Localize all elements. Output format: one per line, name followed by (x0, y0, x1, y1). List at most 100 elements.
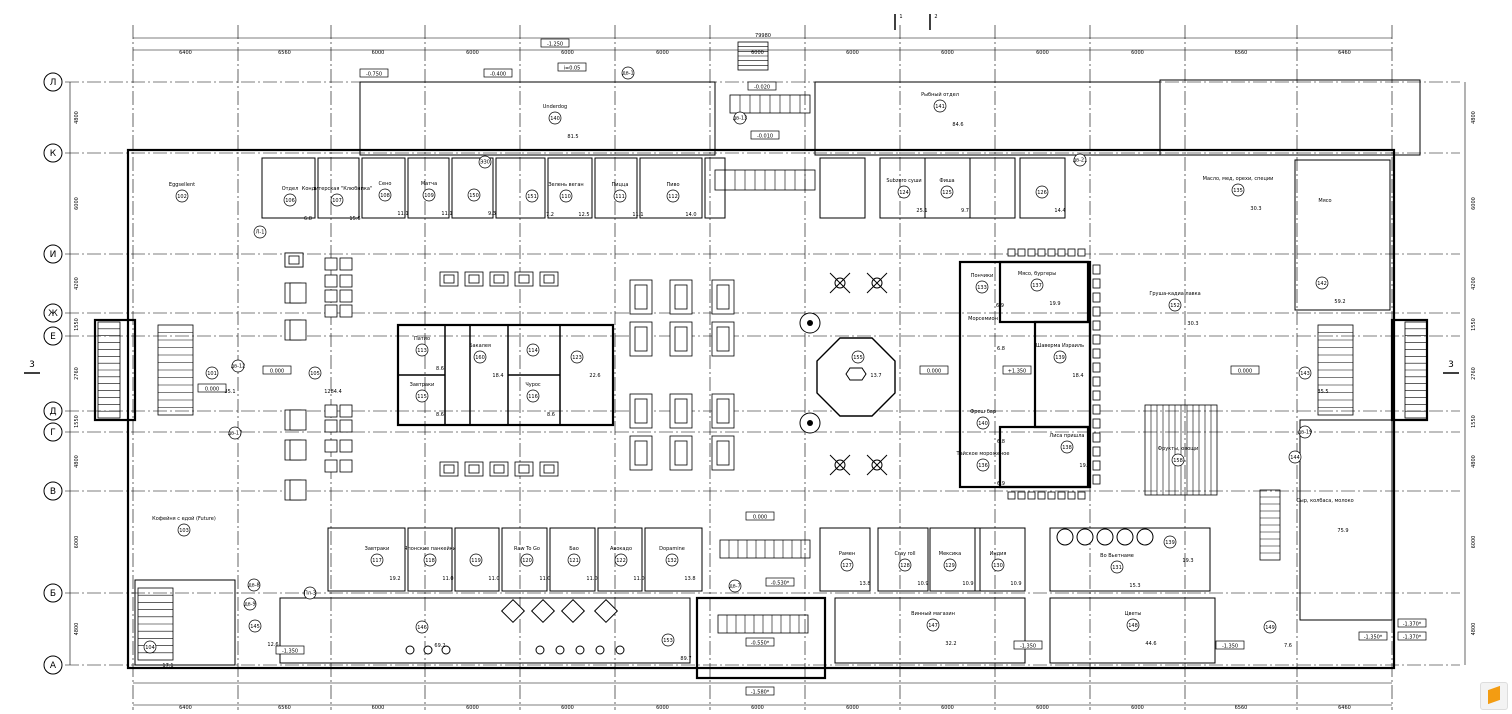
seat (1027, 491, 1036, 500)
table-pair (289, 319, 307, 341)
table-small (339, 304, 353, 318)
room-middle-number: 123 (572, 355, 582, 361)
display-circle (1056, 528, 1074, 546)
door-tag (728, 579, 742, 593)
room-middle-area: 6.9 (997, 481, 1005, 487)
room-middle-tag (1053, 350, 1067, 364)
overall-dimension: 79980 (755, 33, 771, 39)
room-bottom-tag (991, 558, 1005, 572)
dimension-right: 1550 (1471, 318, 1477, 331)
chair-cross (866, 272, 888, 294)
room-bottom-name: Рамен (839, 551, 855, 557)
dimension-bottom: 6460 (1338, 705, 1351, 711)
room-top-name: Сено (379, 181, 392, 187)
room-middle-area: 30.3 (1187, 321, 1198, 327)
booth-top (716, 284, 730, 310)
dimension-left: 1550 (74, 318, 80, 331)
dimension-right: 4200 (1471, 277, 1477, 290)
room-top-number: 125 (942, 190, 952, 196)
room-bottom-tag (840, 558, 854, 572)
room-middle-number: 114 (528, 348, 538, 354)
level-box (1013, 640, 1043, 650)
seat (1077, 491, 1086, 500)
wall-block (1159, 79, 1421, 156)
room-top-number: 102 (177, 194, 187, 200)
seat (1092, 348, 1101, 359)
dimension-bottom: 6000 (941, 705, 954, 711)
room-middle-name: Мясо, бургеры (1018, 271, 1056, 277)
room-bottom-tag (943, 558, 957, 572)
kiosk-top-right (819, 157, 866, 219)
level-box (262, 365, 292, 375)
dimension-top: 6000 (561, 50, 574, 56)
room-middle-name: Фреш бар (970, 409, 996, 415)
bar-stool (615, 645, 625, 655)
level-box (359, 68, 389, 78)
axis-bubble (43, 326, 63, 346)
room-middle-name: Бакалея (469, 343, 491, 349)
room-bottom-name: Завтраки (365, 546, 390, 552)
booth-top (634, 284, 648, 310)
seat (1077, 248, 1086, 257)
table-small (339, 274, 353, 288)
room-middle-area: 13.7 (870, 373, 881, 379)
seat (1007, 491, 1016, 500)
room-top-tag (559, 189, 573, 203)
room-bottom-area: 11.0 (539, 576, 550, 582)
table-small (339, 439, 353, 453)
level-mark: -1.370* (1403, 635, 1422, 641)
room-middle-area: 6.8 (997, 439, 1005, 445)
kiosk-top (317, 157, 360, 219)
bottom-entry (695, 596, 827, 680)
kiosk-top (495, 157, 546, 219)
dimension-left: 1550 (74, 415, 80, 428)
booth-top (674, 398, 688, 424)
room-bottom-name: Мексика (939, 551, 962, 557)
dimension-right: 4800 (1471, 623, 1477, 636)
room-middle-tag (976, 458, 990, 472)
room-middle-name: Груша-кадиа лавка (1149, 291, 1200, 297)
level-box (540, 38, 570, 48)
seat (1027, 248, 1036, 257)
room-middle-area: 8.6 (547, 412, 555, 418)
door-label: дв-19 (1298, 430, 1313, 436)
room-top-number: 109 (424, 193, 434, 199)
booth-top (716, 398, 730, 424)
level-mark: 0.000 (205, 387, 219, 393)
stair-entrance-right (1404, 321, 1428, 419)
room-middle-area: 19.9 (1079, 463, 1090, 469)
room-bottom-tag (1263, 620, 1277, 634)
app-logo-icon[interactable] (1480, 682, 1508, 710)
axis-bubble (43, 481, 63, 501)
level-mark: 0.000 (927, 369, 941, 375)
kiosk-bottom (549, 527, 596, 592)
table-top (468, 464, 480, 474)
door-label: дв-8 (248, 583, 259, 589)
door-tag (243, 597, 257, 611)
room-top-area: 25.1 (916, 208, 927, 214)
room-middle-area: 22.6 (589, 373, 600, 379)
door-label: дв-13 (733, 116, 748, 122)
kiosk-top (639, 157, 703, 219)
room-middle-area: 35.1 (224, 389, 235, 395)
room-top-number: 107 (332, 198, 342, 204)
dimension-top: 6000 (466, 50, 479, 56)
room-top-tag (525, 189, 539, 203)
room-middle-tag (1060, 440, 1074, 454)
stair-left (157, 324, 194, 416)
bottom-left-room (134, 579, 236, 666)
booth-top (716, 440, 730, 466)
axis-label: Б (50, 589, 56, 599)
table-small (324, 304, 338, 318)
seat (1092, 292, 1101, 303)
table-pair (289, 479, 307, 501)
level-box (557, 62, 587, 72)
room-bottom-area: 10.9 (917, 581, 928, 587)
room-bottom-tag (898, 558, 912, 572)
table-small (324, 459, 338, 473)
room-bottom-area: 11.0 (633, 576, 644, 582)
room-middle-tag (975, 280, 989, 294)
room-top-tag (1231, 183, 1245, 197)
dimension-left: 6000 (74, 197, 80, 210)
seat (1067, 248, 1076, 257)
